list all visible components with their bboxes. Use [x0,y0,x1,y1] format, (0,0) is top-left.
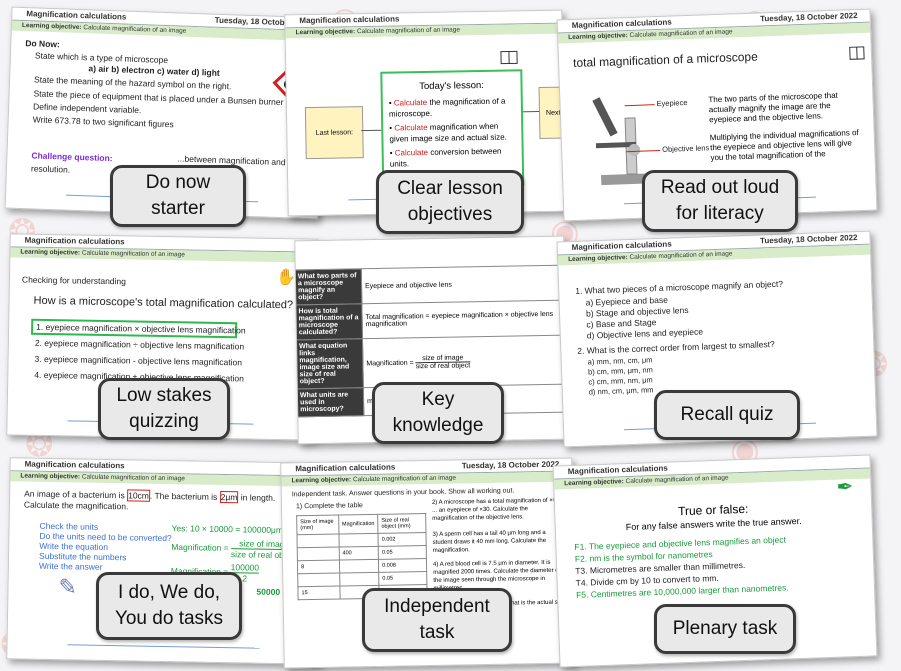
label-recall-quiz: Recall quiz [654,390,800,440]
table-row: What two parts of a microscope magnify a… [294,265,566,305]
objective-lens-label: Objective lens [662,143,710,154]
eyepiece-label: Eyepiece [656,98,688,109]
recall-q2-d[interactable]: d) nm, cm, μm, mm [588,385,654,397]
book-icon [849,46,865,60]
challenge-question: Challenge question: [31,150,113,164]
label-clear-lesson-objectives: Clear lesson objectives [376,170,524,234]
label-read-out-loud: Read out loud for literacy [642,170,798,232]
pen-icon: ✒ [836,474,854,499]
objective-3: • Calculate conversion between units. [389,146,502,169]
do-now-heading: Do Now: [25,38,60,50]
table-row: What equation links magnification, image… [295,335,568,389]
slide-heading: total magnification of a microscope [572,49,758,70]
check-heading: Checking for understanding [21,274,127,287]
answer-2[interactable]: 2. eyepiece magnification ÷ objective le… [34,337,245,352]
task-q1: 1) Complete the table [295,502,363,511]
slide-footer-line [67,644,260,649]
last-lesson-box: Last lesson: [304,106,364,160]
question-4: Define independent variable. [32,101,142,116]
recall-q2: 2. What is the correct order from larges… [577,338,775,356]
paragraph-2: Multiplying the individual magnification… [709,128,859,163]
book-icon [500,50,518,65]
microscope-icon [592,97,650,186]
question-1-options: a) air b) electron c) water d) light [88,63,220,78]
hand-gesture-icon: ✋ [275,266,297,287]
resolution-text: resolution. [30,163,71,175]
label-do-now-starter: Do now starter [110,165,246,227]
pen-icon: ✎ [58,575,78,601]
slide-title: Magnification calculations [26,9,127,22]
label-i-do-we-do: I do, We do, You do tasks [96,572,242,640]
slide-objectives: Magnification calculations Learning obje… [284,9,566,217]
recall-q1-b[interactable]: b) Stage and objective lens [585,304,689,319]
label-low-stakes-quizzing: Low stakes quizzing [98,378,230,440]
label-independent-task: Independent task [362,588,512,652]
label-key-knowledge: Key knowledge [372,382,504,444]
task-q2: 2) A microscope has a total magnificatio… [431,497,563,522]
task-intro: Independent task. Answer questions in yo… [291,487,515,499]
paragraph-1: The two parts of the microscope that act… [708,90,838,125]
objective-2: • Calculate magnification when given ima… [389,121,507,144]
arrow-left [361,129,382,132]
answer-1-correct[interactable]: 1. eyepiece magnification × objective le… [31,318,246,339]
step-5: Write the answer [38,560,103,572]
quiz-question: How is a microscope's total magnificatio… [33,294,294,312]
objective-1: • Calculate the magnification of a micro… [388,96,506,119]
task-q3: 3) A sperm cell has a tail 40 μm long an… [432,529,547,554]
working-1: Yes: 10 × 10000 = 100000μm [171,523,284,536]
problem-instruction: Calculate the magnification. [23,499,129,512]
question-5: Write 673.78 to two significant figures [32,114,174,130]
label-plenary-task: Plenary task [654,604,796,654]
today-heading: Today's lesson: [419,79,484,93]
working-answer: 50000 [256,586,281,598]
table-row: How is total magnification of a microsco… [294,300,567,340]
recall-q1: 1. What two pieces of a microscope magni… [575,278,784,296]
answer-3[interactable]: 3. eyepiece magnification - objective le… [34,353,243,368]
